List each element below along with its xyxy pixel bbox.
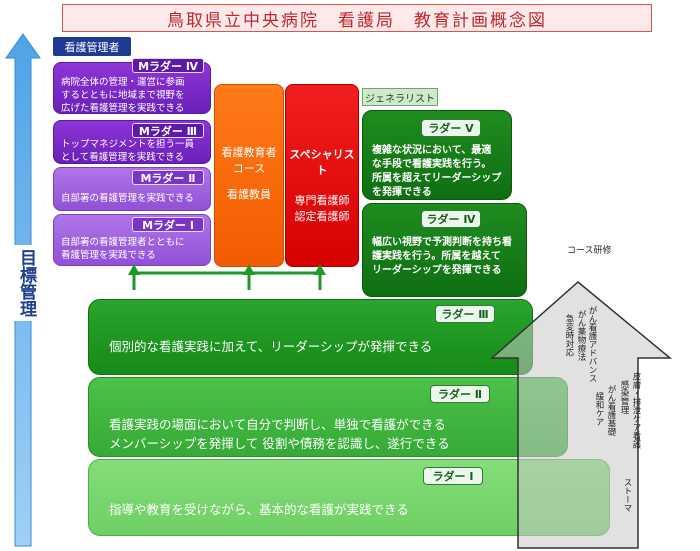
ladder-3-band: ラダー Ⅲ 個別的な看護実践に加えて、リーダーシップが発揮できる [88,299,533,375]
course-item-3: 急変時対応 [564,314,574,357]
ladder-1-text: 指導や教育を受けながら、基本的な看護が実践できる [109,502,409,517]
ladder-5-box: ラダー Ⅴ 複雑な状況において、最適 な手段で看護実践を行う。 所属を超えてリー… [362,110,512,200]
course-item-4: 皮膚・排泄ケア看護 [631,372,641,449]
m-ladder-3-box: Mラダー Ⅲ トップマネジメントを担う一員 として看護管理を実践できる [53,120,211,164]
page-title: 鳥取県立中央病院 看護局 教育計画概念図 [62,4,652,32]
generalist-label: ジェネラリスト [362,88,438,106]
axis-label: 目標管理 [10,245,36,321]
ladder-1-tag: ラダー Ⅰ [423,467,483,485]
ladder-2-text: 看護実践の場面において自分で判断し、単独で看護ができる メンバーシップを発揮して… [109,417,450,451]
educator-title: 看護教育者 コース [221,146,277,175]
m-ladder-2-text: 自部署の看護管理を実践できる [61,193,194,204]
ladder-5-tag: ラダー Ⅴ [421,119,481,137]
ladder-4-box: ラダー Ⅳ 幅広い視野で予測判断を持ち看 護実践を行う。所属を越えて リーダーシ… [362,203,527,297]
m-ladder-4-text: 病院全体の管理・運営に参画 するとともに地域まで視野を 広げた看護管理を実践でき… [61,77,185,114]
course-arrow [490,281,673,549]
course-label: コース研修 [567,246,612,256]
ladder-3-text: 個別的な看護実践に加えて、リーダーシップが発揮できる [109,339,433,354]
m-ladder-3-tag: Mラダー Ⅲ [132,123,204,138]
m-ladder-4-box: Mラダー Ⅳ 病院全体の管理・運営に参画 するとともに地域まで視野を 広げた看護… [53,58,211,114]
ladder-5-text: 複雑な状況において、最適 な手段で看護実践を行う。 所属を超えてリーダーシップ … [372,145,502,198]
course-item-7: 緩和ケア [594,392,604,426]
specialist-subtitle: 専門看護師 認定看護師 [294,194,350,223]
ladder-3-tag: ラダー Ⅲ [435,305,495,323]
specialist-title: スペシャリスト [289,148,355,177]
m-ladder-2-tag: Mラダー Ⅱ [132,170,204,185]
course-item-8: ストーマ [622,478,632,512]
specialist-box: スペシャリスト 専門看護師 認定看護師 [285,84,359,267]
course-item-5: 感染管理 [619,380,629,414]
ladder-4-tag: ラダー Ⅳ [421,210,481,228]
course-item-6: がん看護基礎 [606,385,616,436]
m-ladder-4-tag: Mラダー Ⅳ [132,58,204,73]
course-item-2: がん薬物療法 [576,310,586,361]
ladder-4-text: 幅広い視野で予測判断を持ち看 護実践を行う。所属を越えて リーダーシップを発揮で… [372,237,512,276]
m-ladder-1-box: Mラダー Ⅰ 自部署の看護管理者とともに 看護管理を実践できる [53,214,211,266]
m-ladder-2-box: Mラダー Ⅱ 自部署の看護管理を実践できる [53,167,211,211]
manager-label: 看護管理者 [53,37,131,56]
m-ladder-1-tag: Mラダー Ⅰ [132,217,204,232]
educator-box: 看護教育者 コース 看護教員 [214,84,284,267]
course-item-1: がん看護アドバンス [587,306,597,383]
ladder-2-band: ラダー Ⅱ 看護実践の場面において自分で判断し、単独で看護ができる メンバーシッ… [88,377,568,457]
m-ladder-3-text: トップマネジメントを担う一員 として看護管理を実践できる [61,139,195,163]
m-ladder-1-text: 自部署の看護管理者とともに 看護管理を実践できる [61,237,185,261]
ladder-2-tag: ラダー Ⅱ [430,385,490,403]
educator-subtitle: 看護教員 [227,188,271,201]
